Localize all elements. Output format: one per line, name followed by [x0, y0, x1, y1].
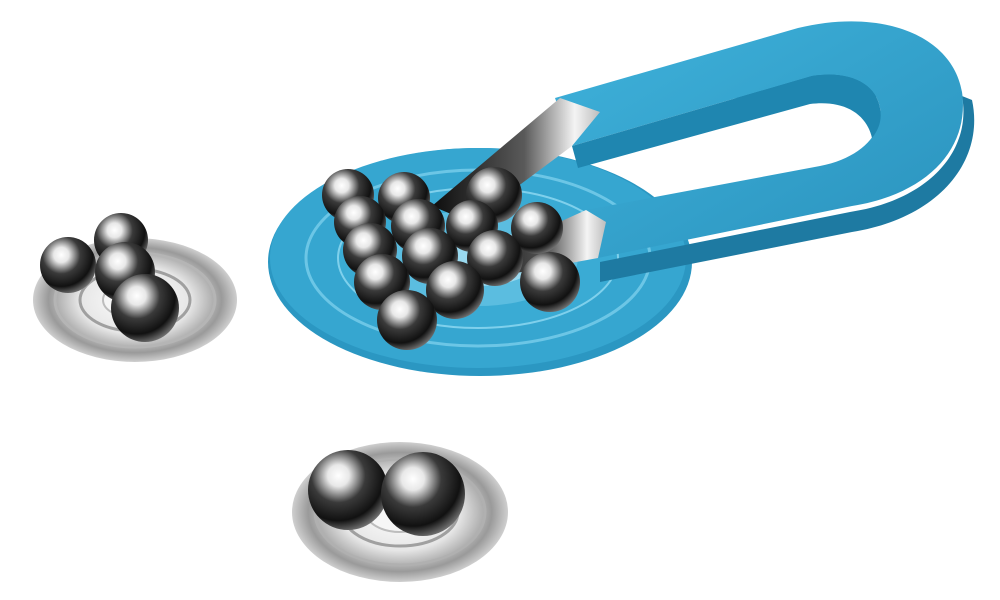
steel-ball-group-left — [40, 213, 179, 342]
steel-ball-cluster — [322, 167, 580, 350]
steel-ball-group-bottom — [308, 450, 465, 536]
